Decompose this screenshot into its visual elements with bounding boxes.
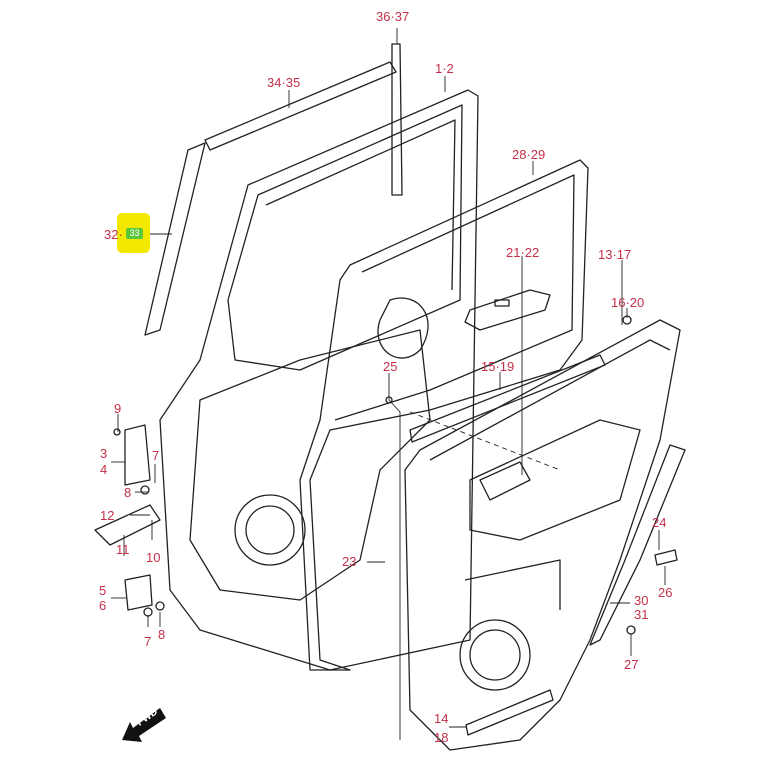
inner-belt-moulding [409, 354, 606, 443]
door-check [94, 504, 161, 546]
forward-direction-arrow: FWD [120, 700, 170, 750]
callout-18: 18 [434, 730, 449, 745]
callout-21-22: 21·22 [506, 245, 540, 260]
callout-4: 4 [100, 462, 108, 477]
fwd-arrow-icon [122, 708, 166, 742]
callout-36-37: 36·37 [376, 9, 410, 24]
door-trim-panel [404, 319, 681, 751]
speaker-hole [234, 494, 306, 566]
callout-13-17: 13·17 [598, 247, 632, 262]
callout-25: 25 [383, 359, 398, 374]
trim-speaker [459, 619, 531, 691]
bottom-moulding [465, 689, 554, 736]
upper-hinge [124, 424, 151, 486]
callout-8-upper: 8 [124, 485, 132, 500]
callout-23: 23 [342, 554, 357, 569]
roof-moulding [204, 61, 397, 151]
door-frame-inner [227, 104, 463, 371]
callout-26: 26 [658, 585, 673, 600]
callout-7-upper: 7 [152, 448, 160, 463]
callout-9: 9 [114, 401, 122, 416]
reflector [654, 549, 678, 566]
armrest [469, 419, 641, 541]
callout-15-19: 15·19 [481, 359, 515, 374]
callout-32: 32· [104, 227, 123, 242]
callout-5: 5 [99, 583, 107, 598]
weatherstrip [299, 159, 589, 671]
callout-1-2: 1·2 [435, 61, 454, 76]
rear-moulding [589, 444, 686, 646]
callout-10: 10 [146, 550, 161, 565]
window-switch [464, 289, 551, 331]
callout-6: 6 [99, 598, 107, 613]
plug-27 [626, 625, 636, 635]
door-frame-outer [159, 89, 479, 671]
callout-28-29: 28·29 [512, 147, 546, 162]
callout-8-lower: 8 [158, 627, 166, 642]
callout-24: 24 [652, 515, 667, 530]
callout-34-35: 34·35 [267, 75, 301, 90]
lower-hinge [124, 574, 153, 611]
window-channel [265, 119, 456, 291]
door-inner-panel [189, 329, 431, 601]
callout-7-lower: 7 [144, 634, 152, 649]
callout-11: 11 [116, 542, 130, 557]
callout-14: 14 [434, 711, 449, 726]
callout-12: 12 [100, 508, 115, 523]
callout-31: 31 [634, 607, 649, 622]
weatherstrip-inner [334, 174, 575, 421]
pillar-garnish [144, 142, 206, 336]
callout-3: 3 [100, 446, 108, 461]
callout-16-20: 16·20 [611, 295, 645, 310]
callout-30: 30 [634, 593, 649, 608]
highlighted-part-number: 33 [126, 228, 143, 239]
callout-27: 27 [624, 657, 639, 672]
